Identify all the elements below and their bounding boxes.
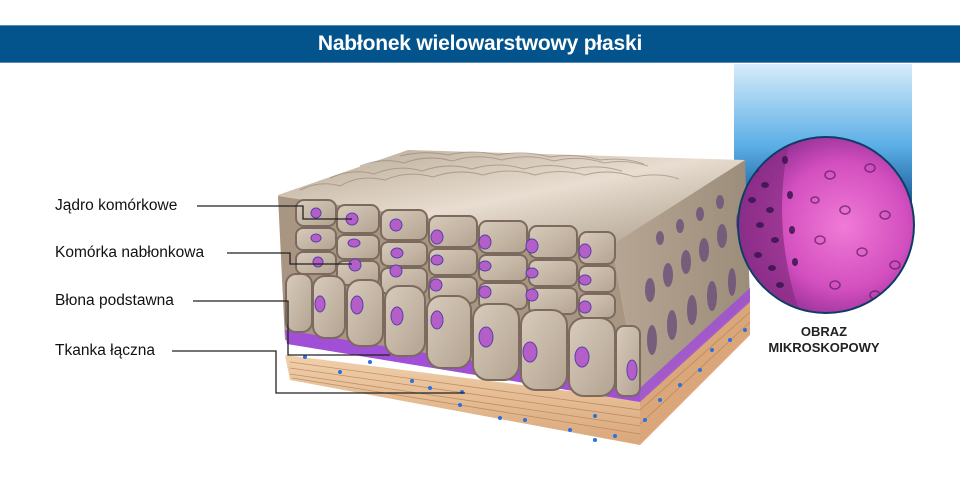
side-face — [612, 160, 750, 400]
caption-line-1: OBRAZ — [800, 324, 848, 339]
label-epithelial-cell: Komórka nabłonkowa — [55, 244, 205, 261]
label-connective-tissue: Tkanka łączna — [55, 342, 155, 359]
leader-connective-tissue — [172, 350, 465, 394]
page-title: Nabłonek wielowarstwowy płaski — [317, 32, 643, 55]
leader-basement-membrane — [193, 300, 390, 356]
nuclei — [310, 207, 638, 381]
surface-layer — [278, 150, 745, 245]
leader-lines — [172, 205, 465, 394]
micrograph-image — [737, 136, 915, 314]
label-nucleus: Jądro komórkowe — [55, 197, 178, 214]
leader-nucleus — [197, 205, 352, 220]
title-banner: Nabłonek wielowarstwowy płaski — [0, 25, 960, 63]
caption-line-2: MIKROSKOPOWY — [768, 340, 880, 355]
label-basement-membrane: Błona podstawna — [55, 292, 174, 309]
basal-cells — [285, 273, 641, 397]
micrograph-caption: OBRAZ MIKROSKOPOWY — [734, 324, 914, 356]
leader-epithelial-cell — [227, 252, 352, 265]
